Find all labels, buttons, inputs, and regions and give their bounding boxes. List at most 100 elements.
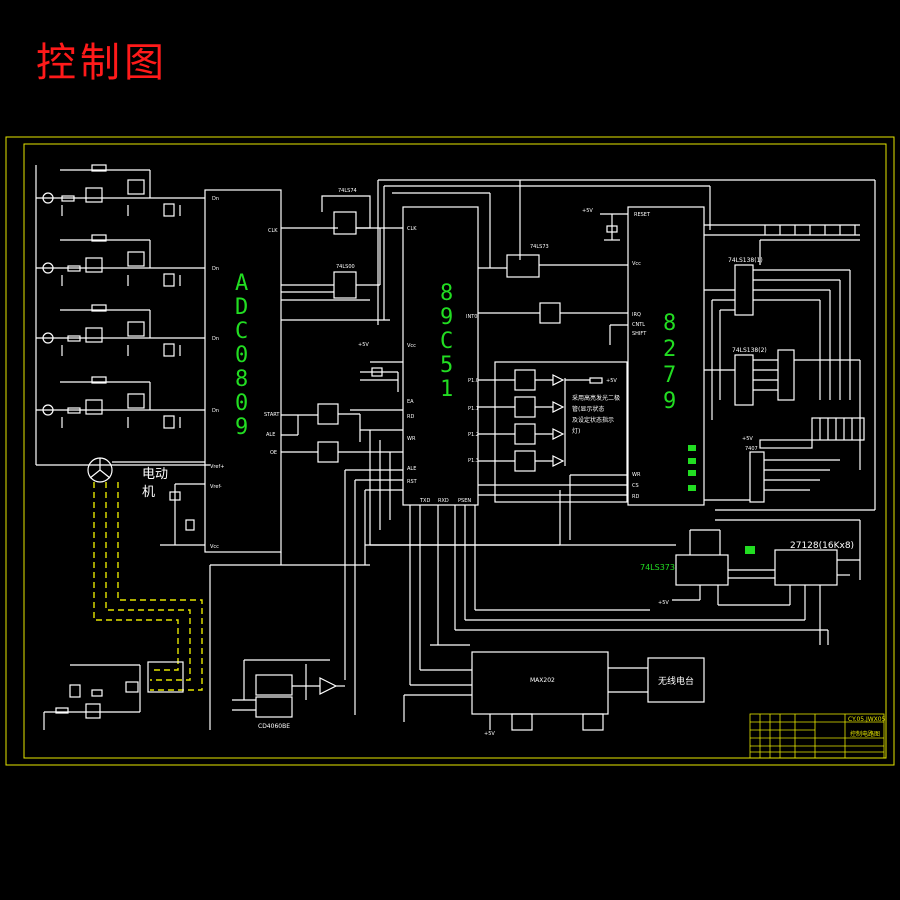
wire-segment [811,417,865,441]
top-bus [377,179,876,510]
wire-segment [69,684,81,698]
kbd-supply-wiring [600,213,628,241]
counter-label: CD4060BE [258,723,290,730]
wire-segment [606,225,618,233]
adc-wiring [209,227,390,730]
adc-pin-4: CLK [268,228,278,234]
page-title: 控制图 [36,40,168,86]
mcu-pin-10: WR [407,436,416,442]
mcu-pin-7: EA [407,399,414,405]
outer-frame [5,136,895,766]
dashed-wiring [93,482,203,691]
wire-segment [61,195,75,202]
adc-pin-2: Dn [212,336,219,342]
mcu-pin-14: PSEN [458,498,471,504]
latch-74ls73 [506,254,540,278]
led-area [494,361,628,503]
adc-pin-8: Vref+ [210,464,224,470]
adc-pin-7: OE [270,450,277,456]
wire-segment [67,335,81,342]
mcu-pin-8: RST [407,479,418,485]
counter-chip [255,674,293,696]
mcu-supply-label: +5V [358,342,369,348]
wire-segment [589,377,603,384]
segment-drivers [704,417,875,511]
kbd-chip [627,206,705,506]
mcu-left-bus [344,409,403,715]
wire-segment [745,546,755,554]
wire-segment [127,179,145,195]
motor-label: 电动 [142,467,168,482]
latch-74ls73-label: 74LS73 [530,244,549,250]
kbd-mcu-wiring [478,324,628,496]
wire-segment [127,393,145,409]
led-note-1: 管(显示状态 [572,405,604,413]
adc-pin-3: Dn [212,408,219,414]
wire-segment [688,470,696,476]
wire-segment [749,713,885,759]
gate-1 [317,403,339,425]
wire-segment [91,164,107,172]
wire-segment [511,713,533,731]
mcu-pin-5: P1.2 [468,432,479,438]
crystal [360,361,403,392]
mcu-pin-3: P1.0 [468,378,479,384]
wire-segment [125,681,139,693]
latch-74ls74 [333,211,357,235]
mcu-pin-13: RXD [438,498,449,504]
mcu-pin-9: RD [407,414,414,420]
led-note-2: 及设定状态指示 [572,416,614,424]
wire-segment [89,469,101,479]
adc-pin-0: Dn [212,196,219,202]
latch-74ls373-label: 74LS373 [640,563,675,572]
memory-bus [672,519,861,645]
kbd-pin-5: WR [632,472,641,478]
power-circuit [43,661,184,730]
buffer-label: 7407 [745,446,758,452]
latch-74ls00 [333,271,357,299]
wire-segment [99,469,111,479]
max202-supply: +5V [484,731,495,737]
wire-segment [42,404,54,416]
buffer-7407 [749,451,765,503]
wire-segment [85,187,103,203]
wire-segment [185,519,195,531]
mcu-pin-0: CLK [407,226,417,232]
wire-segment [514,450,536,472]
kbd-pin-6: CS [632,483,639,489]
decoder-1-label: 74LS138(1) [728,257,763,264]
kbd-supply: +5V [582,208,593,214]
kbd-pin-7: RD [632,494,639,500]
mcu-pin-12: TXD [419,498,430,504]
led-note-3: 灯) [572,427,580,435]
led-rows [478,369,603,472]
counter-wiring [232,659,345,711]
max202-label: MAX202 [530,677,555,684]
led-supply: +5V [606,378,617,384]
decoder-1 [734,264,754,316]
wireless-label: 无线电台 [658,675,694,687]
mcu-pin-1: Vcc [407,343,416,349]
eprom-supply: +5V [658,600,669,606]
wire-segment [117,482,203,691]
max202-caps [489,713,604,731]
kbd-pin-3: CNTL [632,322,645,328]
decoder-2-label: 74LS138(2) [732,347,767,354]
wireless-box [647,657,705,703]
wire-segment [163,343,175,357]
mcu-pin-4: P1.1 [468,406,479,412]
wire-segment [169,491,181,501]
wire-segment [514,423,536,445]
sensor-row-4 [36,376,205,429]
wire-segment [552,428,565,440]
kbd-pin-0: RESET [634,212,651,218]
wire-segment [91,234,107,242]
latch-74ls373 [675,554,729,586]
title-block [749,713,885,759]
wire-segment [552,401,565,413]
sensor-circuits [35,164,210,466]
adc-pin-6: ALE [266,432,275,438]
wire-segment [514,369,536,391]
